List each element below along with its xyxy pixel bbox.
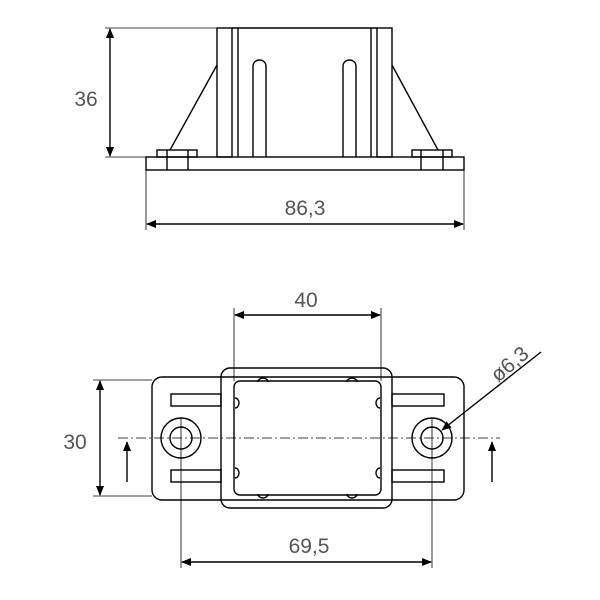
slot-right: [342, 59, 357, 157]
right-boss: [411, 149, 453, 158]
hole-spacing-label: 69,5: [289, 535, 330, 558]
width-dimension-label: 86,3: [285, 197, 326, 220]
side-view: 36 86,3: [74, 27, 465, 230]
gusset-right: [391, 64, 439, 151]
gusset-left: [169, 64, 218, 151]
depth-dimension-label: 30: [63, 431, 86, 454]
slot-left: [252, 59, 267, 157]
plan-view: 40 30 69,5 ø6,3: [63, 289, 542, 568]
diameter-label: ø6,3: [486, 342, 533, 387]
tube-width-label: 40: [294, 289, 317, 312]
height-dimension-label: 36: [74, 88, 97, 111]
diameter-leader: [441, 351, 542, 431]
tube-wall-right: [376, 27, 393, 158]
left-boss: [156, 149, 198, 158]
base-plate-section: [145, 156, 465, 171]
base-plate-outline: [151, 376, 465, 501]
tube-wall-left: [216, 27, 233, 158]
